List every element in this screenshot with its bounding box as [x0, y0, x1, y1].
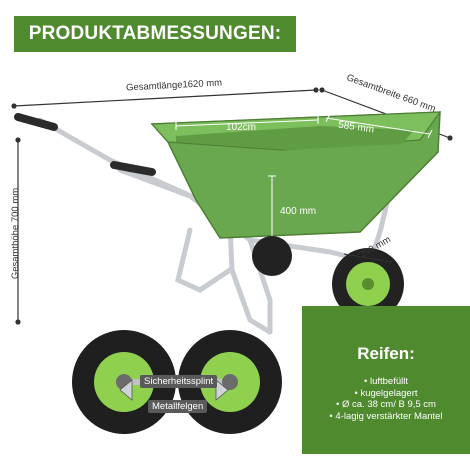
list-item: • Ø ca. 38 cm/ B 9,5 cm	[336, 399, 436, 410]
header-banner: PRODUKTABMESSUNGEN:	[14, 16, 296, 52]
total-height-label: Gesamthöhe 700 mm	[10, 187, 22, 280]
rims-label: Metallfelgen	[148, 400, 208, 413]
tub-length-label: 102cm	[226, 122, 257, 133]
length-dimension-line	[13, 89, 317, 107]
list-item: • luftbefüllt	[364, 376, 408, 387]
tires-panel-title: Reifen:	[357, 344, 415, 363]
front-wheel	[332, 248, 404, 320]
list-item: • 4-lagig verstärkter Mantel	[329, 410, 443, 422]
wheel-pair-illustration	[72, 330, 282, 434]
tires-panel: Reifen: • luftbefüllt • kugelgelagert • …	[302, 306, 470, 454]
arrow-left-icon	[119, 379, 133, 401]
list-item: • kugelgelagert	[354, 387, 418, 399]
tub-height-label: 400 mm	[280, 206, 317, 217]
banner-title: PRODUKTABMESSUNGEN:	[28, 23, 282, 44]
arrow-right-icon	[215, 379, 229, 401]
tires-feature-list: • luftbefüllt • kugelgelagert • Ø ca. 38…	[302, 376, 470, 422]
safety-pin-label: Sicherheitssplint	[140, 375, 218, 388]
